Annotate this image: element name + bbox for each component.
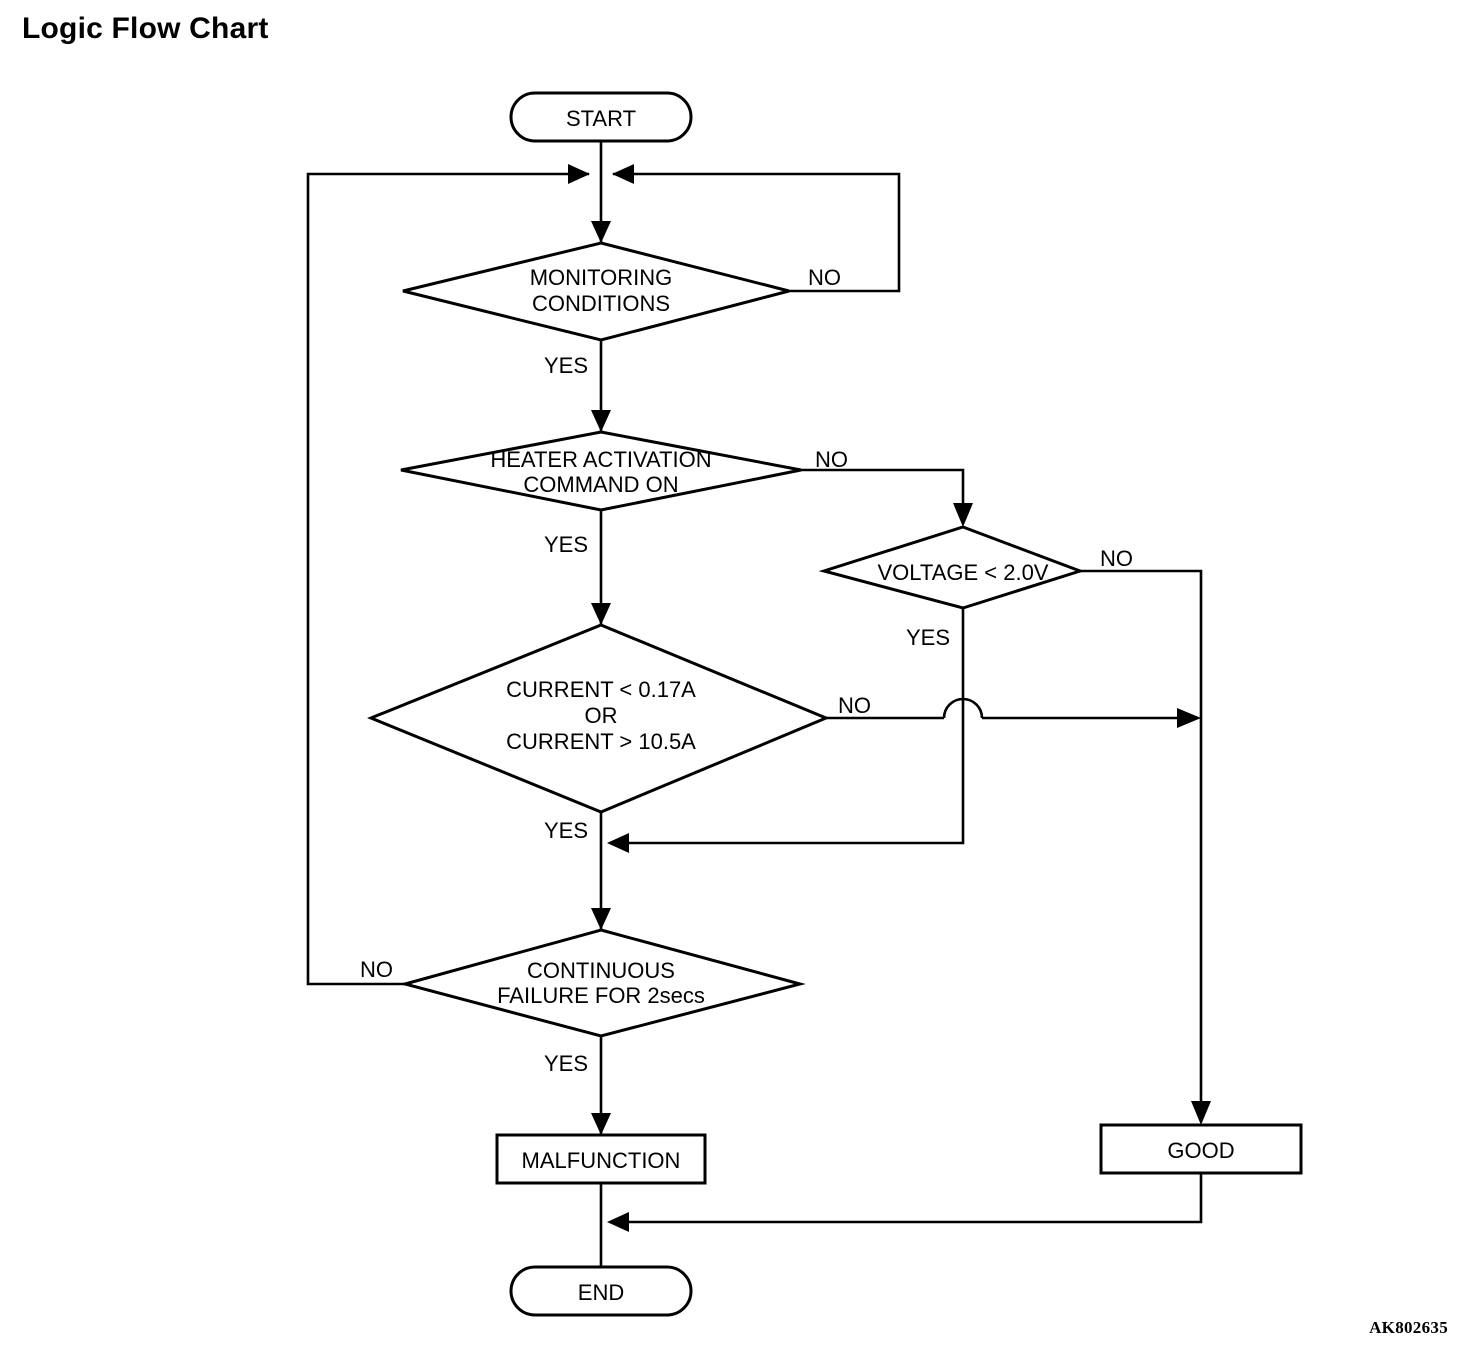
node-heater-line1: HEATER ACTIVATION bbox=[490, 447, 711, 472]
node-failure-line2: FAILURE FOR 2secs bbox=[497, 983, 705, 1008]
branch-label-voltage-yes: YES bbox=[906, 625, 950, 650]
edge-good-to-end bbox=[614, 1172, 1203, 1224]
node-current-line2: OR bbox=[585, 703, 618, 728]
branch-label-voltage-no: NO bbox=[1100, 546, 1133, 571]
branch-label-monitoring-no: NO bbox=[808, 265, 841, 290]
node-monitoring-line2: CONDITIONS bbox=[532, 291, 670, 316]
arrowhead-current-no-join bbox=[1177, 708, 1201, 728]
edge-monitoring-no-loop bbox=[613, 172, 901, 293]
node-current-line3: CURRENT > 10.5A bbox=[506, 729, 696, 754]
edge-voltage-yes bbox=[614, 608, 965, 845]
arrowhead-into-voltage bbox=[953, 503, 973, 527]
node-start[interactable] bbox=[509, 91, 693, 143]
arrowhead-monitoring-no-join bbox=[612, 164, 634, 184]
branch-label-monitoring-yes: YES bbox=[544, 353, 588, 378]
arrowhead-into-failure bbox=[591, 908, 611, 930]
arrowhead-into-malfunction bbox=[591, 1113, 611, 1135]
arrowhead-into-current bbox=[591, 603, 611, 625]
arrowhead-good-join bbox=[607, 1212, 629, 1232]
branch-label-current-yes: YES bbox=[544, 818, 588, 843]
edge-failure-no-loop bbox=[306, 172, 589, 986]
edge-heater-no bbox=[801, 468, 965, 521]
node-voltage-check[interactable] bbox=[818, 525, 1085, 610]
arrowhead-into-monitoring bbox=[591, 221, 611, 243]
arrowhead-into-heater bbox=[591, 410, 611, 432]
node-monitoring-line1: MONITORING bbox=[530, 265, 673, 290]
node-malfunction-label: MALFUNCTION bbox=[522, 1148, 681, 1173]
node-heater-line2: COMMAND ON bbox=[523, 472, 678, 497]
node-monitoring-conditions[interactable] bbox=[402, 241, 790, 342]
branch-label-current-no: NO bbox=[838, 693, 871, 718]
arrowhead-into-good bbox=[1191, 1101, 1211, 1125]
arrowhead-failure-no-join bbox=[568, 164, 590, 184]
node-current-line1: CURRENT < 0.17A bbox=[506, 677, 696, 702]
node-current-check[interactable] bbox=[367, 623, 830, 814]
node-end[interactable] bbox=[509, 1265, 693, 1317]
node-good-label: GOOD bbox=[1167, 1138, 1234, 1163]
figure-code: AK802635 bbox=[1369, 1318, 1448, 1337]
node-good[interactable] bbox=[1099, 1123, 1303, 1175]
arrowhead-voltage-yes-join bbox=[607, 833, 629, 853]
node-start-label: START bbox=[566, 106, 636, 131]
node-malfunction[interactable] bbox=[495, 1133, 707, 1185]
node-failure-line1: CONTINUOUS bbox=[527, 958, 675, 983]
branch-label-failure-no: NO bbox=[360, 957, 393, 982]
branch-label-failure-yes: YES bbox=[544, 1051, 588, 1076]
edge-voltage-no bbox=[1080, 569, 1203, 1119]
node-heater-activation[interactable] bbox=[400, 430, 802, 512]
page-title: Logic Flow Chart bbox=[22, 12, 269, 45]
branch-label-heater-yes: YES bbox=[544, 532, 588, 557]
node-voltage-label: VOLTAGE < 2.0V bbox=[878, 560, 1049, 585]
node-end-label: END bbox=[578, 1280, 624, 1305]
line-hop-bridge bbox=[942, 697, 984, 719]
node-continuous-failure[interactable] bbox=[399, 928, 806, 1038]
branch-label-heater-no: NO bbox=[815, 447, 848, 472]
